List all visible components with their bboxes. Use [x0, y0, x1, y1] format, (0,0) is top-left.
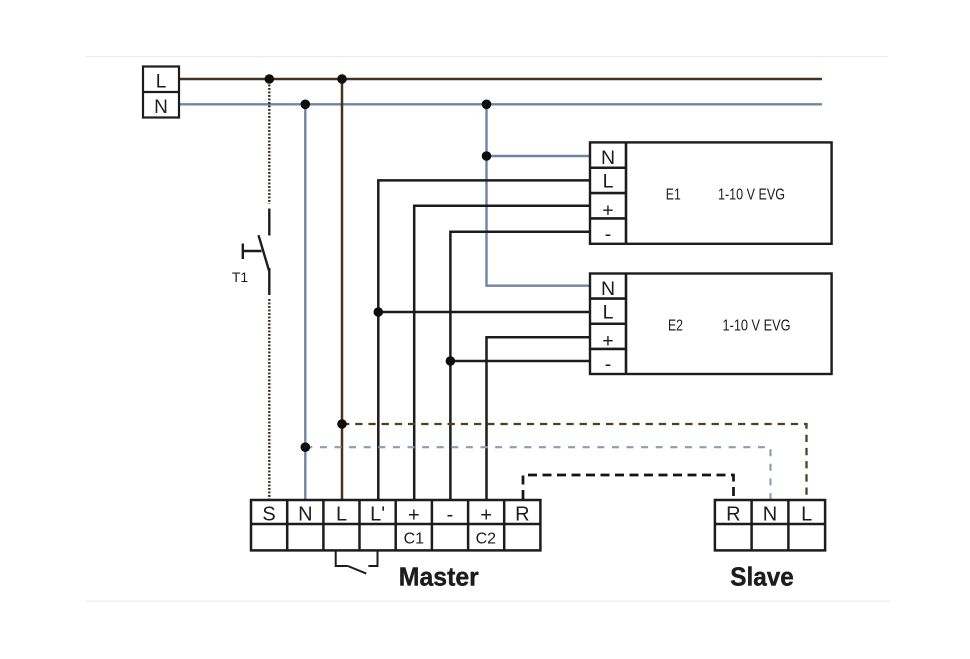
svg-text:S: S: [262, 503, 275, 525]
svg-text:T1: T1: [232, 269, 249, 285]
svg-text:R: R: [515, 503, 529, 525]
svg-text:N: N: [601, 278, 615, 300]
svg-text:N: N: [298, 503, 312, 525]
svg-text:C1: C1: [404, 531, 425, 548]
svg-text:+: +: [408, 505, 420, 527]
svg-text:L': L': [370, 503, 385, 525]
svg-text:+: +: [480, 505, 492, 527]
svg-text:N: N: [763, 503, 777, 525]
svg-text:L: L: [336, 503, 347, 525]
svg-text:L: L: [156, 71, 167, 92]
svg-text:C2: C2: [476, 531, 497, 548]
svg-text:+: +: [602, 330, 613, 352]
svg-text:+: +: [602, 199, 613, 221]
svg-text:-: -: [447, 504, 454, 526]
svg-text:1-10 V EVG: 1-10 V EVG: [723, 318, 791, 335]
svg-text:L: L: [603, 301, 614, 323]
svg-text:E1: E1: [666, 187, 681, 204]
svg-text:Slave: Slave: [730, 561, 794, 591]
svg-text:L: L: [801, 503, 812, 525]
svg-text:N: N: [154, 97, 168, 118]
svg-text:Master: Master: [399, 561, 479, 591]
svg-text:-: -: [605, 354, 612, 376]
svg-text:L: L: [603, 171, 614, 193]
svg-text:-: -: [605, 223, 612, 245]
svg-text:E2: E2: [668, 318, 683, 335]
svg-text:1-10 V EVG: 1-10 V EVG: [718, 187, 785, 204]
svg-text:R: R: [726, 503, 740, 525]
svg-text:N: N: [601, 147, 615, 169]
